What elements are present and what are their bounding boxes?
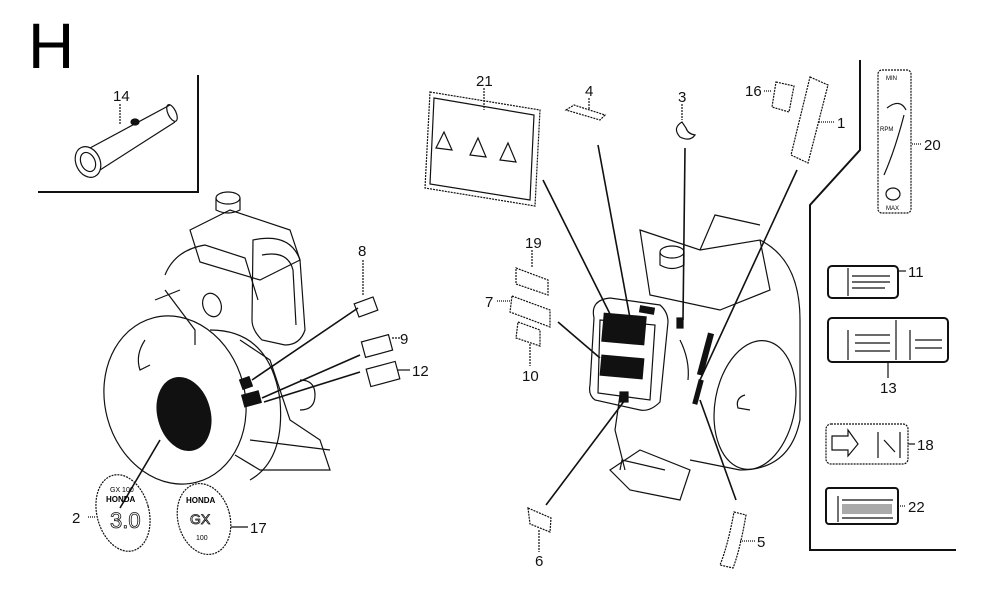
callout-16: 16 xyxy=(745,83,762,100)
callout-17: 17 xyxy=(250,520,267,537)
label-9-shape xyxy=(360,333,394,359)
callout-numbers: 14 8 9 12 2 17 21 4 3 16 1 19 7 10 6 5 2… xyxy=(72,73,941,570)
label-position-8 xyxy=(238,375,254,391)
callout-18: 18 xyxy=(917,437,934,454)
callout-8: 8 xyxy=(358,243,366,260)
label-13-drawing xyxy=(827,317,949,378)
label-position-5 xyxy=(692,379,704,405)
label-position-4 xyxy=(638,305,656,315)
label-6-shape xyxy=(527,507,552,533)
section-letter: H xyxy=(28,10,75,82)
callout-6: 6 xyxy=(535,553,543,570)
label-18-drawing xyxy=(825,423,915,465)
callout-3: 3 xyxy=(678,89,686,106)
label-16-shape xyxy=(771,81,795,113)
svg-text:HONDA: HONDA xyxy=(186,496,216,505)
callout-4: 4 xyxy=(585,83,593,100)
right-engine-drawing xyxy=(588,214,801,501)
label-position-9-12 xyxy=(240,390,262,408)
callout-21: 21 xyxy=(476,73,493,90)
emblem-recess xyxy=(156,377,212,451)
label-20-text: MIN RPM MAX xyxy=(880,76,899,212)
callout-11: 11 xyxy=(908,264,924,281)
label-5-shape xyxy=(719,511,747,569)
spark-plug-wrench-drawing xyxy=(74,104,178,178)
callout-19: 19 xyxy=(525,235,542,252)
label-11-drawing xyxy=(827,265,906,299)
emblem-17-text: HONDA GX 100 xyxy=(186,496,216,542)
label-20-drawing xyxy=(877,69,922,214)
callout-5: 5 xyxy=(757,534,765,551)
svg-text:GX 100: GX 100 xyxy=(110,487,134,494)
label-21-drawing xyxy=(424,88,541,207)
svg-text:HONDA: HONDA xyxy=(106,495,136,504)
callout-1: 1 xyxy=(837,115,845,132)
emblem-2-text: GX 100 HONDA 3.0 xyxy=(106,487,141,533)
svg-text:MIN: MIN xyxy=(886,76,897,82)
label-position-21 xyxy=(601,312,647,346)
label-1-shape xyxy=(790,76,829,164)
svg-text:GX: GX xyxy=(190,511,211,527)
svg-text:MAX: MAX xyxy=(886,206,899,212)
callout-7: 7 xyxy=(485,294,493,311)
callout-14: 14 xyxy=(113,88,130,105)
labels-frame xyxy=(809,60,956,551)
label-19-shape xyxy=(515,267,549,296)
label-12-shape xyxy=(365,360,401,388)
label-8-shape xyxy=(353,296,379,318)
label-22-drawing xyxy=(825,487,906,525)
svg-text:3.0: 3.0 xyxy=(110,508,141,533)
callout-22: 22 xyxy=(908,499,925,516)
label-position-7 xyxy=(599,354,645,380)
emblem-17-drawing xyxy=(176,482,248,556)
svg-text:RPM: RPM xyxy=(880,127,893,133)
callout-10: 10 xyxy=(522,368,539,385)
label-position-3 xyxy=(676,317,684,329)
wrench-frame xyxy=(38,75,199,193)
callout-12: 12 xyxy=(412,363,429,380)
callout-20: 20 xyxy=(924,137,941,154)
label-10-shape xyxy=(515,321,541,347)
svg-text:100: 100 xyxy=(196,535,208,542)
label-position-1 xyxy=(696,332,715,376)
emblem-2-drawing xyxy=(88,474,151,552)
label-3-shape xyxy=(675,121,697,140)
label-4-shape xyxy=(564,104,607,121)
label-7-shape xyxy=(509,295,551,328)
left-engine-drawing xyxy=(103,191,331,485)
callout-13: 13 xyxy=(880,380,897,397)
callout-2: 2 xyxy=(72,510,80,527)
callout-9: 9 xyxy=(400,331,408,348)
